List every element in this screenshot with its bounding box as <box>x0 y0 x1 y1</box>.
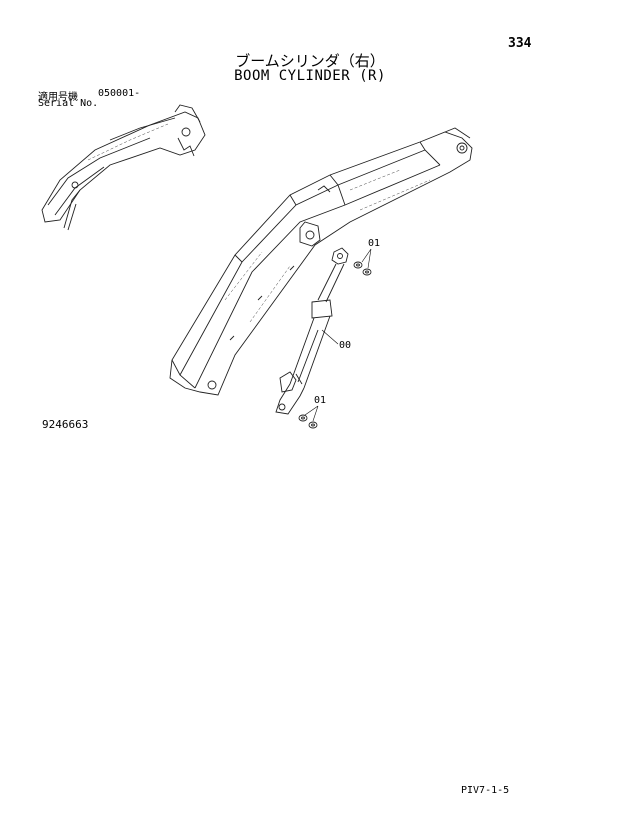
serial-label-english: Serial No. <box>38 98 99 109</box>
page-number: 334 <box>508 36 532 51</box>
lower-nuts-drawing <box>298 414 318 429</box>
callout-lower-nut: 01 <box>314 395 327 406</box>
boom-drawing <box>169 127 473 396</box>
upper-nuts-drawing <box>353 261 372 276</box>
serial-label-japanese: 適用号機 <box>38 92 78 103</box>
drawing-number: 9246663 <box>42 418 89 431</box>
serial-value: 050001- <box>98 88 141 99</box>
title-english: BOOM CYLINDER (R) <box>234 68 386 84</box>
leader-line-lower <box>304 405 319 422</box>
title-japanese: ブームシリンダ（右） <box>235 52 385 70</box>
callout-cylinder: 00 <box>339 340 352 351</box>
leader-line-upper <box>361 248 372 269</box>
boom-cylinder-drawing <box>275 247 349 415</box>
overview-attachment-drawing <box>41 104 206 231</box>
page-code: PIV7-1-5 <box>461 785 510 796</box>
callout-upper-nut: 01 <box>368 238 381 249</box>
leader-line-cylinder <box>321 329 339 345</box>
